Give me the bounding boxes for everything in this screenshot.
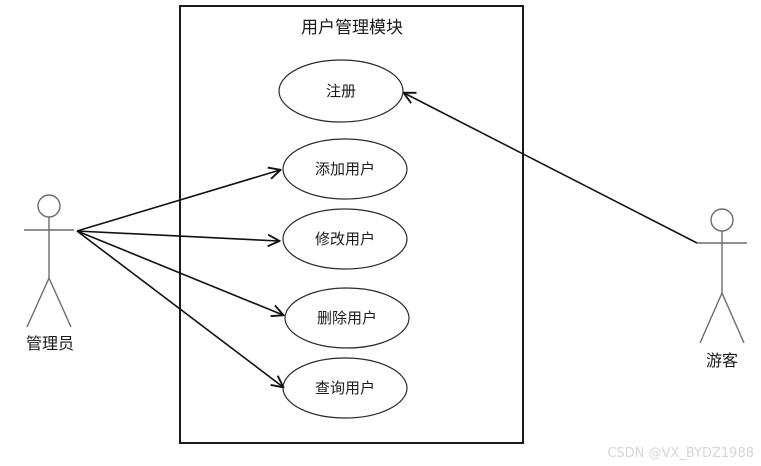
use-case-register: 注册 bbox=[278, 59, 404, 123]
actor-admin: 管理员 bbox=[24, 194, 74, 353]
use-case-add-user: 添加用户 bbox=[282, 138, 408, 200]
association-admin-delete-user bbox=[76, 230, 283, 315]
association-admin-add-user bbox=[76, 170, 280, 232]
use-case-label: 删除用户 bbox=[317, 310, 377, 327]
use-case-ellipse bbox=[282, 357, 408, 419]
association-admin-modify-user bbox=[76, 230, 279, 241]
use-case-label: 注册 bbox=[326, 83, 356, 100]
actor-head-icon bbox=[37, 194, 61, 218]
actor-label: 管理员 bbox=[26, 335, 74, 353]
use-case-modify-user: 修改用户 bbox=[282, 208, 408, 270]
actor-left-leg-line bbox=[26, 277, 50, 328]
use-case-ellipse bbox=[282, 138, 408, 200]
actor-guest: 游客 bbox=[697, 208, 747, 370]
association-guest-register bbox=[404, 93, 698, 244]
actor-right-leg-line bbox=[721, 292, 745, 344]
use-case-ellipse bbox=[284, 287, 410, 349]
system-boundary-rect bbox=[179, 5, 524, 444]
actor-head-icon bbox=[710, 208, 734, 232]
use-case-label: 查询用户 bbox=[315, 380, 375, 397]
use-case-label: 添加用户 bbox=[315, 161, 375, 178]
use-case-delete-user: 删除用户 bbox=[284, 287, 410, 349]
association-admin-query-user bbox=[76, 230, 283, 387]
actor-label: 游客 bbox=[706, 352, 738, 370]
use-case-query-user: 查询用户 bbox=[282, 357, 408, 419]
use-case-ellipse bbox=[278, 59, 404, 123]
system-boundary-title: 用户管理模块 bbox=[301, 18, 403, 37]
actor-left-leg-line bbox=[699, 292, 723, 344]
watermark-text: CSDN @VX_BYDZ1988 bbox=[607, 446, 754, 461]
use-case-label: 修改用户 bbox=[315, 231, 375, 248]
actor-right-leg-line bbox=[48, 277, 72, 328]
use-case-ellipse bbox=[282, 208, 408, 270]
